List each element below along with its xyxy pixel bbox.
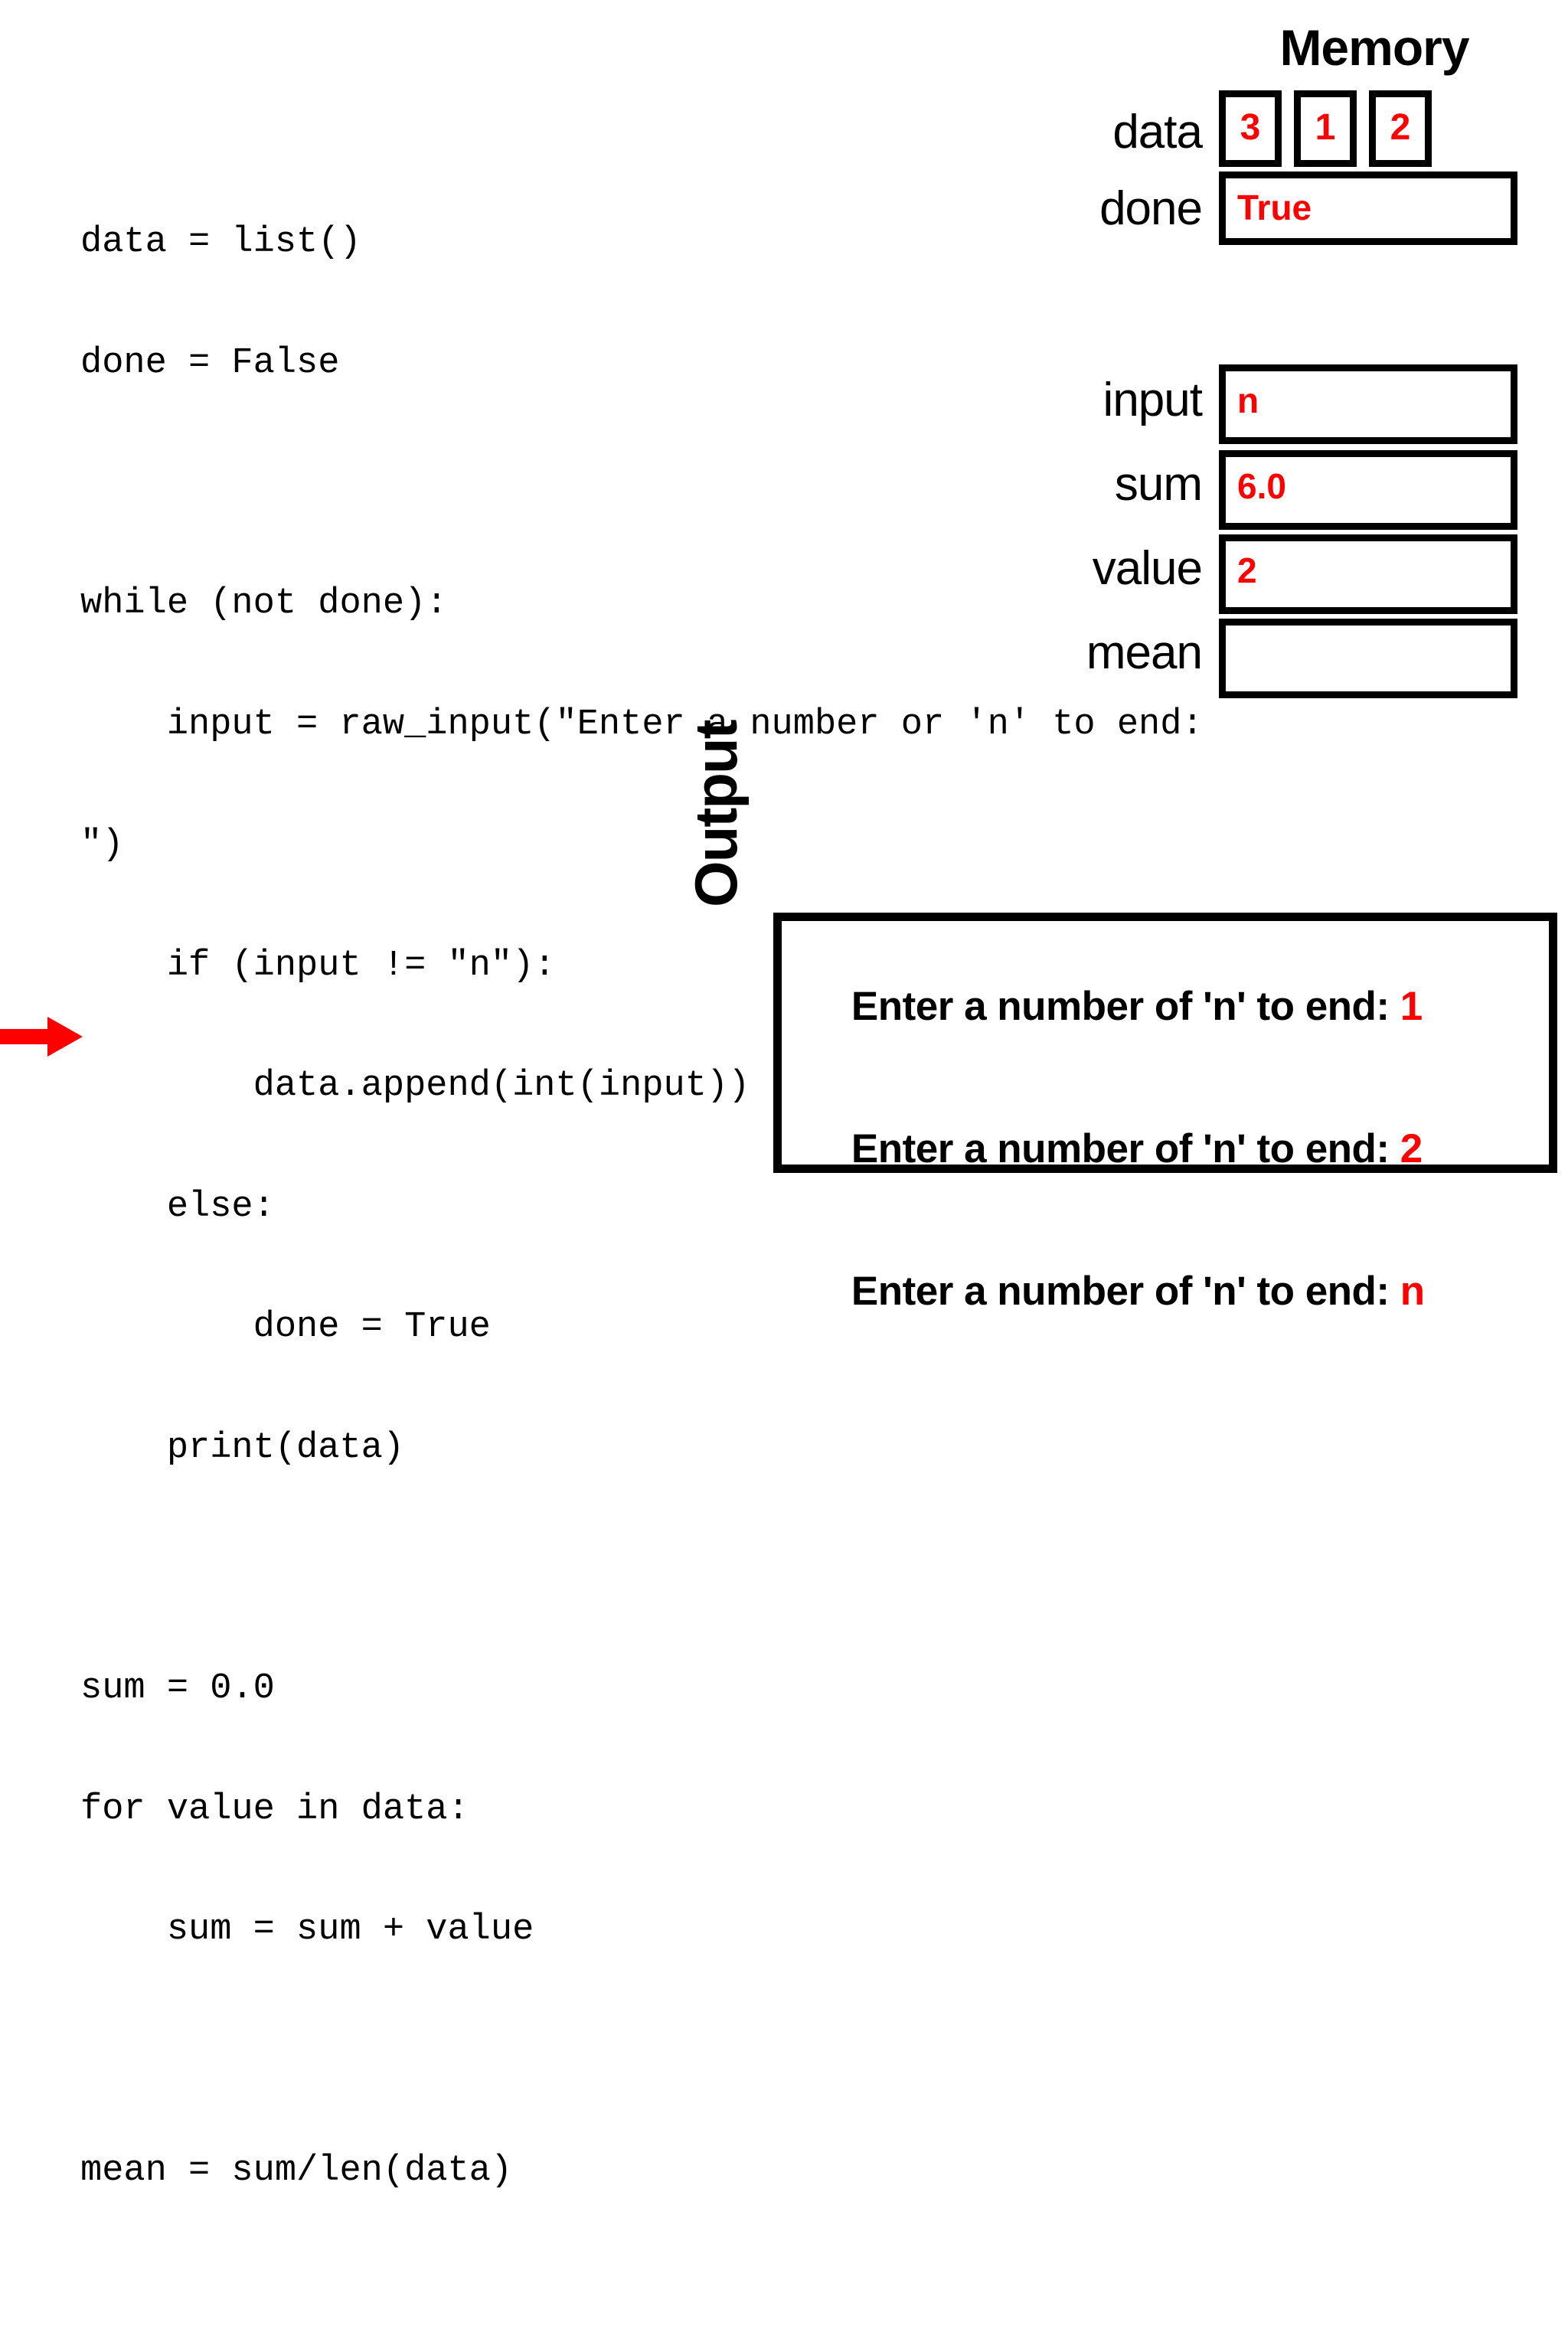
memory-value-value: 2 [1237, 550, 1257, 590]
memory-cell-value-data-1: 1 [1315, 107, 1336, 148]
memory-box-done [1219, 172, 1517, 245]
code-line: done = False [80, 342, 340, 384]
memory-box-input [1219, 364, 1517, 444]
memory-value-input: n [1237, 381, 1259, 420]
code-line: data.append(int(input)) [80, 1066, 750, 1106]
memory-label-value: value [1092, 542, 1203, 595]
code-line: data = list() [80, 222, 361, 263]
memory-value-done: True [1237, 188, 1312, 227]
code-line: while (not done): [80, 583, 448, 624]
output-value: n [1400, 1269, 1425, 1314]
memory-box-value [1219, 534, 1517, 614]
memory-label-data: data [1112, 106, 1203, 158]
output-panel-label: Output [682, 720, 750, 907]
memory-label-done: done [1099, 182, 1203, 235]
memory-label-mean: mean [1086, 626, 1203, 679]
memory-panel-title: Memory [1279, 19, 1469, 76]
code-line: input = raw_input("Enter a number or 'n'… [80, 704, 1225, 745]
memory-label-input: input [1102, 374, 1203, 426]
output-value: 1 [1400, 984, 1423, 1029]
code-line-blank [80, 1549, 1225, 1589]
output-line: Enter a number of 'n' to end: 2 [808, 1078, 1558, 1220]
memory-value-sum: 6.0 [1237, 466, 1286, 506]
output-prompt: Enter a number of 'n' to end: [851, 1126, 1400, 1171]
code-line-blank [80, 2272, 1225, 2311]
output-panel [773, 913, 1557, 1173]
memory-cell-data-1 [1294, 90, 1357, 167]
code-line: for value in data: [80, 1788, 469, 1830]
memory-label-sum: sum [1114, 458, 1203, 511]
memory-box-mean [1219, 619, 1517, 698]
output-prompt: Enter a number of 'n' to end: [851, 984, 1400, 1029]
memory-cell-data-2 [1369, 90, 1432, 167]
memory-cell-value-data-0: 3 [1240, 107, 1261, 148]
output-line: Enter a number of 'n' to end: n [808, 1220, 1558, 1363]
output-console-lines: Enter a number of 'n' to end: 1 Enter a … [808, 936, 1558, 1363]
output-prompt: Enter a number of 'n' to end: [851, 1269, 1400, 1314]
memory-box-sum [1219, 450, 1517, 530]
memory-cell-value-data-2: 2 [1390, 107, 1411, 148]
memory-cell-data-0 [1219, 90, 1282, 167]
output-line: Enter a number of 'n' to end: 1 [808, 936, 1558, 1078]
code-line: print(data) [80, 1427, 405, 1468]
output-value: 2 [1400, 1126, 1423, 1171]
code-line: if (input != "n"): [80, 945, 556, 986]
execution-pointer-arrow-icon [0, 1017, 83, 1057]
code-line-current: mean = sum/len(data) [80, 2150, 513, 2191]
code-line: ") [80, 825, 124, 865]
code-line: sum = sum + value [80, 1909, 534, 1950]
code-line-blank [80, 2031, 1225, 2071]
code-line: sum = 0.0 [80, 1668, 275, 1709]
